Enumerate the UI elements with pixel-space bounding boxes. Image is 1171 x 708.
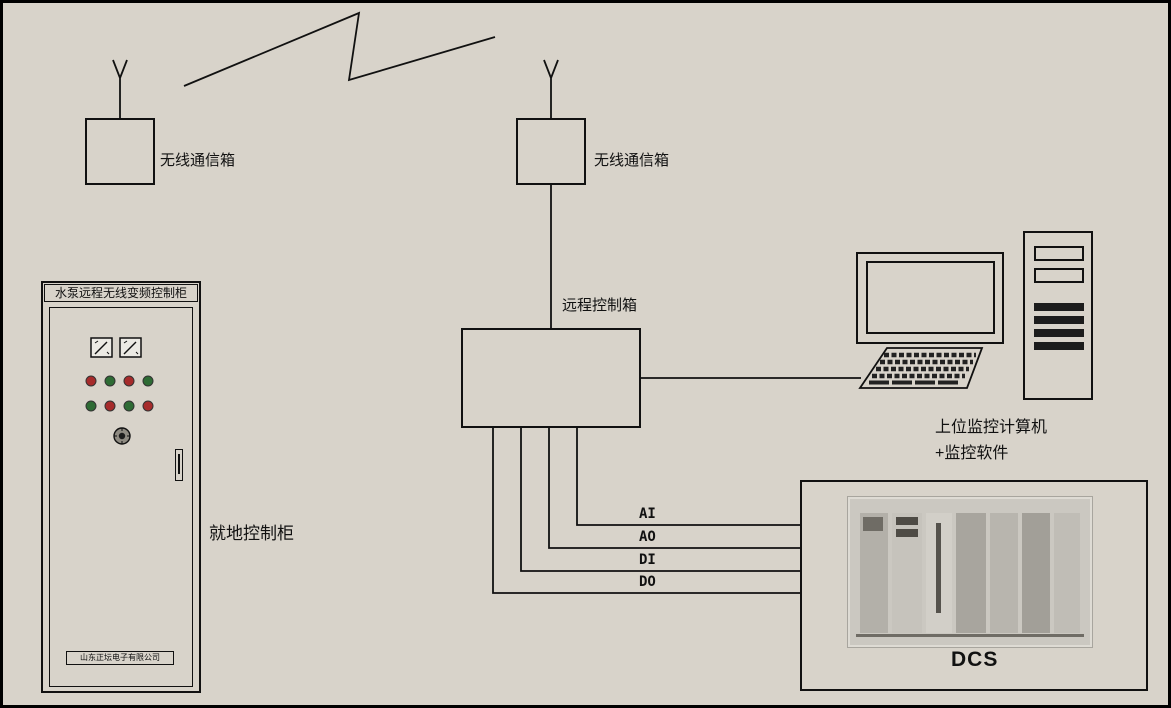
control-knob-icon: [113, 427, 131, 445]
wireless-comm-box-left-label: 无线通信箱: [160, 152, 236, 169]
cabinet-door-handle-icon: [175, 449, 183, 481]
remote-control-box-label: 远程控制箱: [562, 297, 638, 314]
indicator-light: [123, 400, 135, 412]
tower-vent: [1034, 316, 1084, 324]
plc-photo: [847, 496, 1093, 648]
io-line-do: [492, 428, 800, 594]
io-label-do: DO: [639, 574, 656, 590]
plc-module: [926, 513, 952, 633]
wireless-comm-box-middle: [516, 118, 586, 185]
dcs-caption: DCS: [951, 648, 999, 671]
local-cabinet-caption: 就地控制柜: [209, 524, 294, 543]
io-line-ao: [548, 428, 800, 549]
meter-gauge-left: [90, 337, 113, 358]
antenna-middle-icon: [543, 59, 559, 118]
indicator-light: [85, 400, 97, 412]
cabinet-door: [49, 307, 193, 687]
meter-gauge-right: [119, 337, 142, 358]
plc-rack-base: [856, 634, 1084, 637]
io-label-ai: AI: [639, 506, 656, 522]
monitor-icon: [856, 252, 1004, 344]
plc-module: [860, 513, 888, 633]
plc-module: [956, 513, 986, 633]
io-label-ao: AO: [639, 529, 656, 545]
computer-caption-line1: 上位监控计算机: [935, 419, 1048, 436]
local-control-cabinet: [41, 281, 201, 693]
wireless-comm-box-middle-label: 无线通信箱: [594, 152, 670, 169]
cabinet-title-plate: 水泵远程无线变频控制柜: [44, 284, 198, 302]
tower-vent: [1034, 342, 1084, 350]
tower-vent: [1034, 329, 1084, 337]
io-line-ai: [576, 428, 800, 526]
indicator-light: [104, 375, 116, 387]
plc-module: [892, 513, 922, 633]
io-label-di: DI: [639, 552, 656, 568]
indicator-light: [104, 400, 116, 412]
keyboard-icon: [858, 347, 984, 389]
diagram-lines-layer: [85, 11, 984, 594]
plc-module: [1022, 513, 1050, 633]
indicator-light: [142, 400, 154, 412]
computer-caption: 上位监控计算机 +监控软件: [935, 415, 1047, 467]
io-line-di: [520, 428, 800, 572]
remote-control-box: [461, 328, 641, 428]
computer-tower-icon: [1023, 231, 1093, 400]
wireless-signal-zigzag: [183, 11, 496, 87]
indicator-light: [123, 375, 135, 387]
tower-drive-bay: [1034, 246, 1084, 261]
indicator-light: [142, 375, 154, 387]
indicator-light: [85, 375, 97, 387]
cabinet-company-plate: 山东正坛电子有限公司: [66, 651, 174, 665]
antenna-left-icon: [112, 59, 128, 118]
dcs-box: [800, 480, 1148, 691]
plc-module: [1054, 513, 1080, 633]
computer-caption-line2: +监控软件: [935, 445, 1009, 462]
tower-drive-bay: [1034, 268, 1084, 283]
wireless-comm-box-left: [85, 118, 155, 185]
tower-vent: [1034, 303, 1084, 311]
monitor-screen: [866, 261, 995, 334]
plc-module: [990, 513, 1018, 633]
